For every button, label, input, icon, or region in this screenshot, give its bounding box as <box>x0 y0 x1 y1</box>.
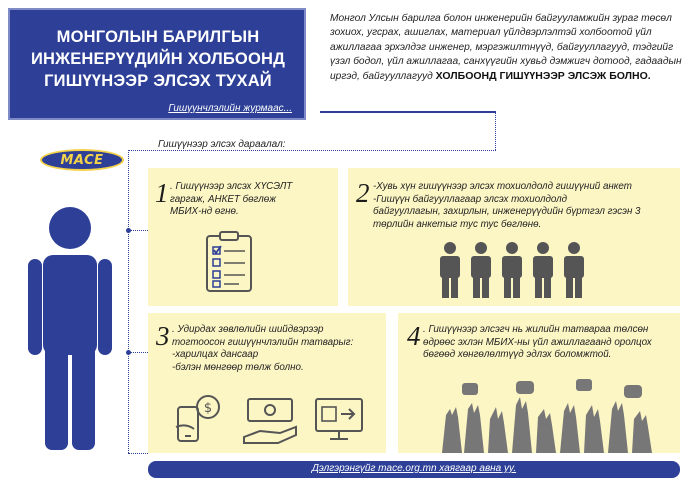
step-card-4: 4 . Гишүүнээр элсэгч нь жилийн татвараа … <box>398 313 680 453</box>
step-number: 2 <box>356 178 370 208</box>
step-line: гаргаж, АНКЕТ бөглөж <box>170 193 276 205</box>
step-number: 4 <box>407 321 421 351</box>
connector-node <box>126 228 131 233</box>
step-card-1: 1 . Гишүүнээр элсэх ХҮСЭЛТ гаргаж, АНКЕТ… <box>148 168 338 306</box>
checklist-icon <box>206 231 252 292</box>
intro-paragraph: Монгол Улсын барилга болон инженерийн ба… <box>330 12 686 84</box>
mobile-payment-icon: $ <box>175 395 220 442</box>
title-box: МОНГОЛЫН БАРИЛГЫН ИНЖЕНЕРҮҮДИЙН ХОЛБООНД… <box>8 8 306 120</box>
connector-line <box>495 112 496 150</box>
connector-line <box>128 150 496 151</box>
step-text: -Хувь хүн гишүүнээр элсэх тохиолдолд гиш… <box>373 181 678 231</box>
step-line: -харилцах дансаар <box>172 349 259 361</box>
cash-hand-icon <box>243 398 297 444</box>
connector-line <box>130 352 148 353</box>
title-line-2: ИНЖЕНЕРҮҮДИЙН ХОЛБООНД <box>30 50 286 68</box>
step-line: . Гишүүнээр элсэгч нь жилийн татвараа тө… <box>423 324 649 335</box>
step-line: тогтоосон гишүүнчлэлийн татварыг: <box>172 336 354 348</box>
people-group-icon <box>440 242 584 298</box>
step-number: 3 <box>156 321 170 351</box>
raised-hands-icon <box>442 379 652 453</box>
step-line: төрлийн анкетыг тус тус бөглөнө. <box>373 218 542 230</box>
logo-text: MACE <box>60 153 104 168</box>
step-text: . Гишүүнээр элсэгч нь жилийн татвараа тө… <box>423 324 678 362</box>
step-line: МБИХ-нд өгнө. <box>170 206 239 218</box>
svg-text:$: $ <box>204 401 212 416</box>
step-line: өдрөөс эхлэн МБИХ-ны үйл ажиллагаанд оро… <box>423 336 652 348</box>
intro-underline <box>320 111 496 113</box>
step-line: -Гишүүн байгууллагаар элсэх тохиолдолд <box>373 193 568 205</box>
step-line: -Хувь хүн гишүүнээр элсэх тохиолдолд гиш… <box>373 181 632 192</box>
page-title: МОНГОЛЫН БАРИЛГЫН ИНЖЕНЕРҮҮДИЙН ХОЛБООНД… <box>20 26 296 92</box>
sequence-label: Гишүүнээр элсэх дараалал: <box>158 139 286 150</box>
step-text: . Гишүүнээр элсэх ХҮСЭЛТ гаргаж, АНКЕТ б… <box>170 181 335 219</box>
title-subtitle-link[interactable]: Гишүүнчлэлийн журмаас... <box>168 103 292 114</box>
step-card-3: 3 . Удирдах зөвлөлийн шийдвэрээр тогтоос… <box>148 313 386 453</box>
connector-node <box>126 350 131 355</box>
step-number: 1 <box>155 178 169 208</box>
footer-bar: Дэлгэрэнгүйг mace.org.mn хаягаар авна уу… <box>148 461 680 478</box>
connector-line <box>128 453 148 454</box>
connector-line <box>130 230 148 231</box>
step-line: . Гишүүнээр элсэх ХҮСЭЛТ <box>170 181 293 192</box>
footer-link[interactable]: Дэлгэрэнгүйг mace.org.mn хаягаар авна уу… <box>311 463 517 474</box>
title-line-1: МОНГОЛЫН БАРИЛГЫН <box>56 28 260 46</box>
person-icon <box>28 207 112 450</box>
connector-line <box>128 150 129 453</box>
step-card-2: 2 -Хувь хүн гишүүнээр элсэх тохиолдолд г… <box>348 168 680 306</box>
mace-logo: MACE <box>40 149 124 171</box>
intro-emphasis: ХОЛБООНД ГИШҮҮНЭЭР ЭЛСЭЖ БОЛНО. <box>435 70 651 83</box>
step-line: -бэлэн мөнгөөр төлж болно. <box>172 361 304 373</box>
step-line: байгууллагын, захирлын, инженерүүдийн бү… <box>373 206 641 218</box>
step-line: бөгөөд хөнгөлөлтүүд эдлэх боломжтой. <box>423 349 612 361</box>
online-transfer-icon <box>315 398 363 440</box>
step-text: . Удирдах зөвлөлийн шийдвэрээр тогтоосон… <box>172 324 384 374</box>
step-line: . Удирдах зөвлөлийн шийдвэрээр <box>172 324 324 335</box>
intro-text: Монгол Улсын барилга болон инженерийн ба… <box>330 13 682 83</box>
title-line-3: ГИШҮҮНЭЭР ЭЛСЭХ ТУХАЙ <box>44 72 272 90</box>
